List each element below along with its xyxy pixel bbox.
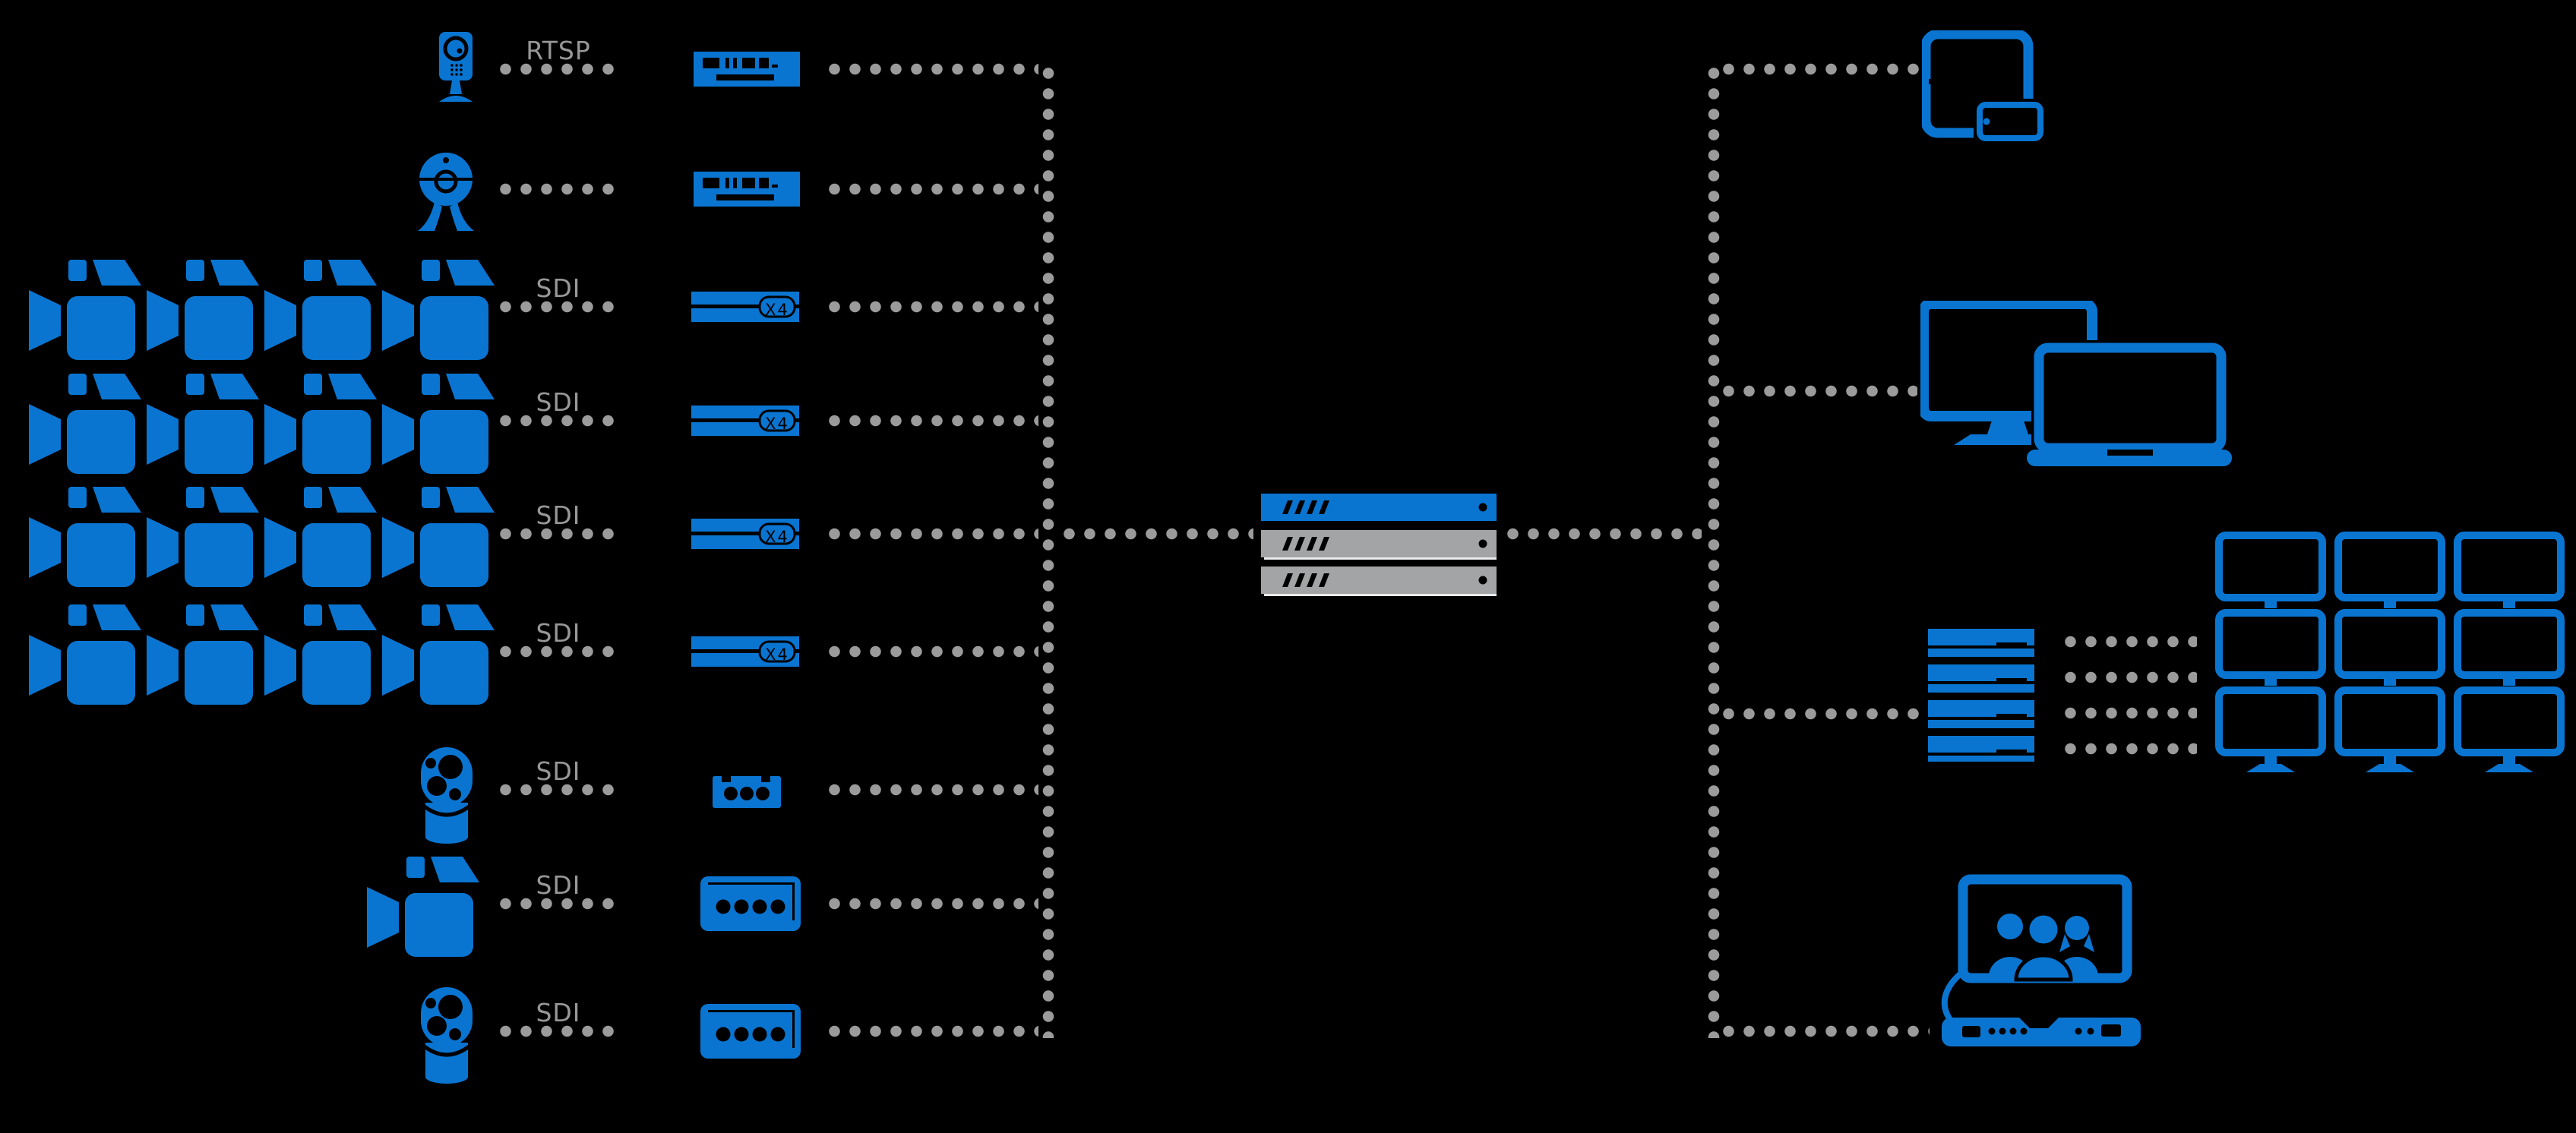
protocol-label: SDI [536, 870, 581, 900]
sdi-encoder-icon [691, 636, 799, 667]
protocol-label: SDI [536, 273, 581, 303]
camcorder-icon [29, 597, 143, 707]
protocol-label: SDI [536, 756, 581, 786]
streaming-encoder-icon [694, 172, 800, 207]
monitor-laptop-icon [1920, 301, 2232, 475]
camcorder-icon [147, 597, 261, 707]
camcorder-icon [382, 366, 496, 476]
camcorder-icon [147, 479, 261, 589]
dotted-line [495, 183, 623, 195]
video-wall-icon [2215, 532, 2565, 772]
dotted-line [495, 63, 623, 75]
right-bus-line [1708, 63, 1720, 1038]
ptz-camera-icon [416, 738, 477, 844]
camcorder-icon [264, 252, 378, 362]
dotted-line [1059, 528, 1253, 540]
dotted-line [495, 301, 623, 313]
server-unit-gray [1261, 566, 1497, 596]
sdi-encoder-icon [691, 292, 799, 322]
camcorder-icon [382, 252, 496, 362]
dotted-line [1718, 385, 1917, 397]
dotted-line [1718, 708, 1926, 720]
dotted-line [1718, 1025, 1930, 1037]
camcorder-icon [264, 597, 378, 707]
dotted-line [824, 415, 1038, 427]
camcorder-icon [367, 849, 481, 959]
server-unit-gray [1261, 530, 1497, 560]
dotted-line [824, 645, 1038, 658]
camcorder-icon [29, 366, 143, 476]
camcorder-icon [382, 479, 496, 589]
dotted-line [824, 301, 1038, 313]
webcam-icon [416, 152, 476, 234]
camcorder-icon [29, 252, 143, 362]
dotted-line [824, 528, 1038, 540]
sdi-encoder-icon [691, 406, 799, 436]
dotted-line [824, 183, 1038, 195]
dotted-line [824, 1025, 1038, 1037]
dotted-line [2060, 707, 2197, 719]
dotted-line [495, 784, 623, 796]
streaming-encoder-icon [694, 52, 800, 87]
protocol-label: SDI [536, 998, 581, 1027]
dotted-line [2060, 743, 2197, 755]
dotted-line [495, 415, 623, 427]
protocol-label: RTSP [526, 36, 591, 65]
frame-grabber-icon [700, 1004, 801, 1059]
dotted-line [1718, 63, 1919, 75]
camcorder-icon [29, 479, 143, 589]
protocol-label: SDI [536, 618, 581, 648]
dotted-line [495, 645, 623, 658]
camcorder-icon [264, 479, 378, 589]
protocol-label: SDI [536, 500, 581, 530]
sdi-encoder-icon [691, 519, 799, 549]
camcorder-icon [147, 252, 261, 362]
video-wall-controller-icon [1928, 629, 2034, 762]
protocol-label: SDI [536, 387, 581, 417]
camcorder-icon [382, 597, 496, 707]
capture-card-icon [713, 772, 781, 808]
dotted-line [824, 63, 1038, 75]
dotted-line [495, 898, 623, 910]
video-conference-icon [1930, 873, 2154, 1052]
camcorder-icon [147, 366, 261, 476]
dotted-line [824, 898, 1038, 910]
dotted-line [1503, 528, 1702, 540]
dotted-line [495, 1025, 623, 1037]
server-unit-blue [1261, 494, 1497, 521]
frame-grabber-icon [700, 876, 801, 931]
dotted-line [2060, 671, 2197, 683]
ip-camera-icon [438, 32, 474, 103]
left-bus-line [1042, 63, 1054, 1038]
dotted-line [2060, 636, 2197, 648]
ptz-camera-icon [416, 978, 477, 1084]
dotted-line [495, 528, 623, 540]
camcorder-icon [264, 366, 378, 476]
tablet-phone-icon [1922, 30, 2047, 144]
dotted-line [824, 784, 1038, 796]
